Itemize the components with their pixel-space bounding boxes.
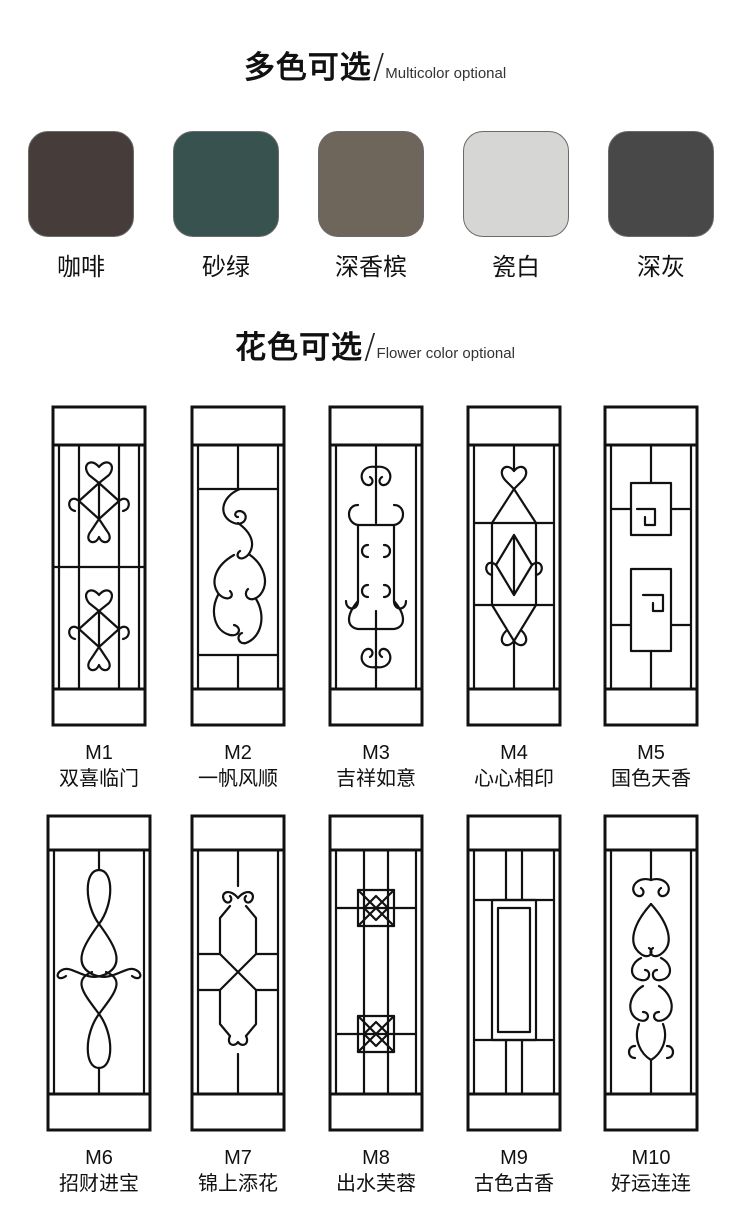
auspicious-pattern-icon (328, 405, 424, 727)
flower-title-en: Flower color optional (376, 345, 515, 362)
multicolor-title-cn: 多色可选 (243, 50, 372, 86)
pattern-code: M10 (631, 1147, 671, 1169)
swatch-chip[interactable] (608, 131, 714, 237)
fortune-pattern-icon (46, 814, 152, 1132)
pattern-name: 好运连连 (611, 1171, 691, 1195)
lotus-pattern-icon (328, 814, 424, 1132)
pattern-code: M2 (224, 742, 252, 764)
pattern-code: M1 (85, 742, 113, 764)
pattern-code: M5 (637, 742, 665, 764)
pattern-code: M3 (362, 742, 390, 764)
pattern-name: 招财进宝 (59, 1171, 139, 1195)
national-beauty-pattern-icon (603, 405, 699, 727)
pattern-code: M4 (500, 742, 528, 764)
swatch-label: 深香槟 (335, 253, 407, 281)
pattern-m9[interactable]: M9 古色古香 (444, 814, 584, 1196)
swatch-sand-green[interactable]: 砂绿 (173, 131, 279, 282)
swatch-coffee[interactable]: 咖啡 (28, 131, 134, 282)
pattern-name: 古色古香 (474, 1171, 554, 1195)
pattern-m6[interactable]: M6 招财进宝 (29, 814, 169, 1196)
pattern-code: M6 (85, 1147, 113, 1169)
pattern-name: 吉祥如意 (336, 766, 416, 790)
smooth-sailing-pattern-icon (190, 405, 286, 727)
title-slash: / (372, 47, 385, 87)
color-swatch-row: 咖啡 砂绿 深香槟 瓷白 深灰 (28, 131, 722, 281)
pattern-name: 锦上添花 (198, 1171, 278, 1195)
flower-title: 花色可选/Flower color optional (0, 322, 750, 367)
multicolor-title: 多色可选/Multicolor optional (0, 42, 750, 87)
pattern-code: M8 (362, 1147, 390, 1169)
pattern-name: 双喜临门 (59, 766, 139, 790)
pattern-m4[interactable]: M4 心心相印 (444, 405, 584, 791)
swatch-label: 咖啡 (57, 253, 105, 281)
pattern-m1[interactable]: M1 双喜临门 (29, 405, 169, 791)
pattern-name: 出水芙蓉 (336, 1171, 416, 1195)
multicolor-title-en: Multicolor optional (385, 65, 507, 82)
title-slash: / (364, 327, 376, 367)
pattern-m7[interactable]: M7 锦上添花 (168, 814, 308, 1196)
swatch-deep-gray[interactable]: 深灰 (608, 131, 714, 282)
pattern-m2[interactable]: M2 一帆风顺 (168, 405, 308, 791)
pattern-m10[interactable]: M10 好运连连 (581, 814, 721, 1196)
swatch-chip[interactable] (318, 131, 424, 237)
swatch-porcelain-white[interactable]: 瓷白 (463, 131, 569, 282)
flower-title-cn: 花色可选 (235, 330, 364, 366)
swatch-chip[interactable] (463, 131, 569, 237)
pattern-m8[interactable]: M8 出水芙蓉 (306, 814, 446, 1196)
pattern-code: M9 (500, 1147, 528, 1169)
pattern-m5[interactable]: M5 国色天香 (581, 405, 721, 791)
swatch-label: 深灰 (637, 253, 685, 281)
swatch-deep-champagne[interactable]: 深香槟 (318, 131, 424, 282)
swatch-label: 瓷白 (492, 253, 540, 281)
swatch-chip[interactable] (173, 131, 279, 237)
swatch-chip[interactable] (28, 131, 134, 237)
pattern-code: M7 (224, 1147, 252, 1169)
pattern-name: 国色天香 (611, 766, 691, 790)
pattern-m3[interactable]: M3 吉祥如意 (306, 405, 446, 791)
heart-to-heart-pattern-icon (466, 405, 562, 727)
pattern-name: 一帆风顺 (198, 766, 278, 790)
antique-pattern-icon (466, 814, 562, 1132)
brocade-flower-pattern-icon (190, 814, 286, 1132)
swatch-label: 砂绿 (202, 253, 250, 281)
good-luck-pattern-icon (603, 814, 699, 1132)
double-happiness-pattern-icon (51, 405, 147, 727)
pattern-name: 心心相印 (474, 766, 554, 790)
